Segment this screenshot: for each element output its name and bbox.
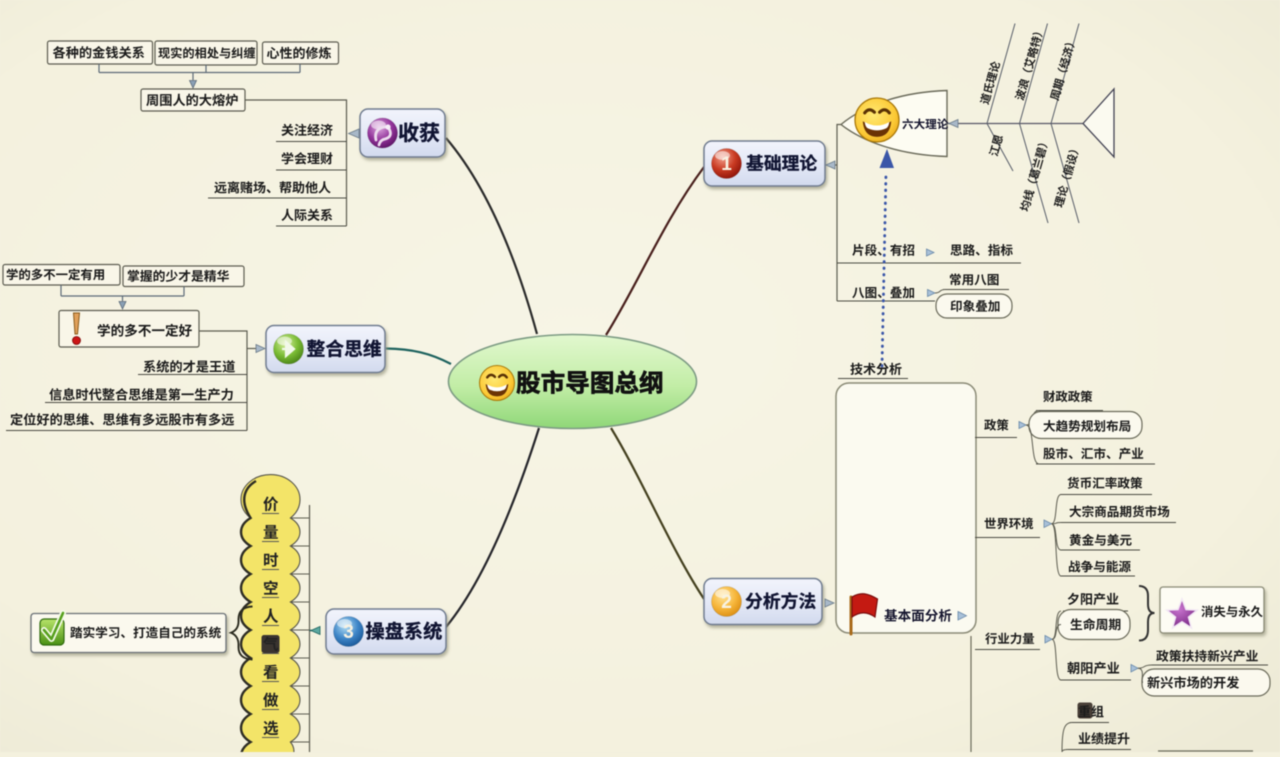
svg-text:2: 2 — [721, 592, 732, 613]
svg-text:3: 3 — [343, 622, 354, 643]
svg-text:1: 1 — [721, 154, 732, 175]
